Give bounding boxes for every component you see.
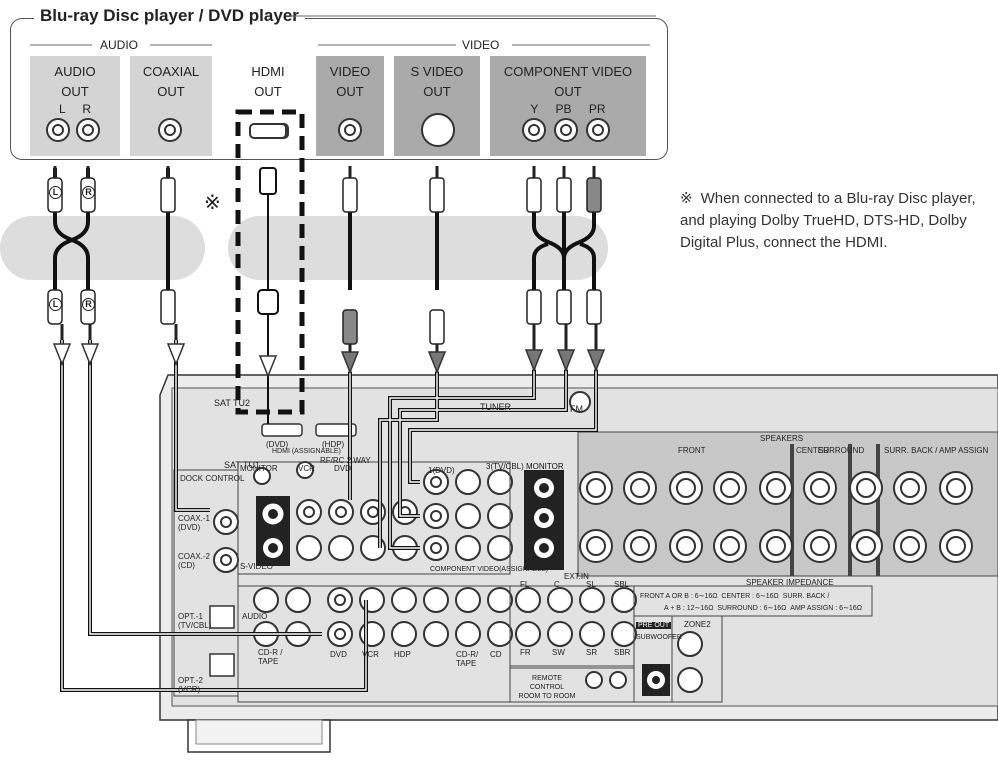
note-text: When connected to a Blu-ray Disc player,… [680,190,976,251]
audio-out-label-2: OUT [30,82,120,102]
cable-band-left [0,216,205,280]
video-out-label-2: OUT [316,82,384,102]
video-out-column: VIDEO OUT [316,56,384,156]
imp-center-text: CENTER : 6∼16Ω [721,593,778,600]
label-vcr: VCR [298,464,315,473]
label-fm: FM [570,404,583,414]
label-coax2: COAX.-2(CD) [178,552,210,570]
label-opt2: OPT.-2(VCR) [178,676,203,694]
imp-front-text: FRONT A OR B : 6∼16Ω [640,593,718,600]
plug-l-top: L [49,186,62,199]
s-video-out-column: S VIDEO OUT [394,56,480,156]
note-mark: ※ [680,190,693,207]
coax2-text: COAX.-2 [178,552,210,561]
opt2-sub-text: (VCR) [178,685,203,694]
label-cd: CD [490,650,502,659]
label-video-monitor: MONITOR [240,464,278,473]
plug-r-bottom: R [82,298,95,311]
plug-r-top: R [82,186,95,199]
imp-amp-text: AMP ASSIGN : 6∼16Ω [790,605,862,612]
room-to-room-text: ROOM TO ROOM [514,692,580,701]
label-sr: SR [586,648,597,657]
label-tuner: TUNER [480,402,511,412]
coaxial-out-column: COAXIAL OUT [130,56,212,156]
component-out-label-2: OUT [490,82,646,102]
label-opt1: OPT.-1(TV/CBL) [178,612,211,630]
hdmi-out-label: HDMI [226,56,310,82]
label-component-assignable: COMPONENT VIDEO(ASSIGNABLE) [430,566,548,573]
opt2-text: OPT.-2 [178,676,203,685]
coax1-sub-text: (DVD) [178,523,210,532]
label-hdmi-assignable: HDMI (ASSIGNABLE) [272,448,341,455]
label-comp-monitor: MONITOR [526,462,564,471]
s-video-out-label: S VIDEO [394,56,480,82]
label-audio-hdp: HDP [394,650,411,659]
label-speaker-impedance: SPEAKER IMPEDANCE [746,578,834,587]
label-audio-vcr: VCR [362,650,379,659]
opt1-text: OPT.-1 [178,612,211,621]
coaxial-out-label: COAXIAL [130,56,212,82]
label-sat-tu2: SAT TU2 [214,398,250,408]
audio-group-label: AUDIO [96,38,142,52]
label-comp-3tvcbl: 3(TV/CBL) [486,462,524,471]
component-out-label: COMPONENT VIDEO [490,56,646,82]
label-sl: SL [586,580,596,589]
label-audio-dvd: DVD [330,650,347,659]
video-group-label: VIDEO [458,38,503,52]
label-sbl: SBL [614,580,629,589]
coax2-sub-text: (CD) [178,561,210,570]
label-cdr-tape: CD-R / TAPE [258,648,298,666]
component-out-column: COMPONENT VIDEO OUT Y PB PR [490,56,646,156]
label-coax1: COAX.-1(DVD) [178,514,210,532]
label-s-video: S-VIDEO [240,562,273,571]
direction-arrows [54,344,276,376]
imp-surround-text: SURROUND : 6∼16Ω [717,605,786,612]
remote-control-text: REMOTE CONTROL [514,674,580,692]
label-zone2: ZONE2 [684,620,711,629]
imp-ab-text: A + B : 12∼16Ω [664,605,713,612]
hdmi-note-mark: ※ [204,190,221,215]
plug-l-bottom: L [49,298,62,311]
label-imp-front: FRONT A OR B : 6∼16Ω CENTER : 6∼16Ω SURR… [640,592,829,600]
coaxial-out-label-2: OUT [130,82,212,102]
cable-band-right [228,216,608,280]
label-comp-1dvd: 1(DVD) [428,466,455,475]
label-surr-back-amp: SURR. BACK / AMP ASSIGN [884,446,988,455]
label-pre-out: PRE OUT [636,622,671,629]
label-fl: FL [520,580,529,589]
video-out-label: VIDEO [316,56,384,82]
hdmi-note: ※When connected to a Blu-ray Disc player… [680,188,996,254]
label-cdr-tape2: CD-R/ TAPE [456,650,486,668]
component-y-label: Y [530,102,538,116]
opt1-sub-text: (TV/CBL) [178,621,211,630]
label-c: C [554,580,560,589]
s-video-out-label-2: OUT [394,82,480,102]
label-dvd: DVD [334,464,351,473]
label-imp-ab: A + B : 12∼16Ω SURROUND : 6∼16Ω AMP ASSI… [664,604,862,612]
label-sw: SW [552,648,565,657]
audio-l-label: L [59,102,66,116]
label-sbr: SBR [614,648,630,657]
audio-r-label: R [82,102,91,116]
label-speakers: SPEAKERS [760,434,803,443]
label-front: FRONT [678,446,706,455]
coax1-text: COAX.-1 [178,514,210,523]
hdmi-out-label-2: OUT [226,82,310,102]
label-subwoofer: SUBWOOFER [636,634,682,641]
label-dock-control: DOCK CONTROL [180,474,244,483]
audio-out-column: AUDIO OUT L R [30,56,120,156]
label-audio: AUDIO [242,612,267,621]
component-pb-label: PB [556,102,572,116]
hdmi-out-column: HDMI OUT [226,56,310,156]
direction-arrows-dark [342,350,604,372]
audio-out-label: AUDIO [30,56,120,82]
imp-sb-text: SURR. BACK / [783,593,830,600]
component-pr-label: PR [589,102,606,116]
label-surround: SURROUND [818,446,864,455]
label-fr: FR [520,648,531,657]
